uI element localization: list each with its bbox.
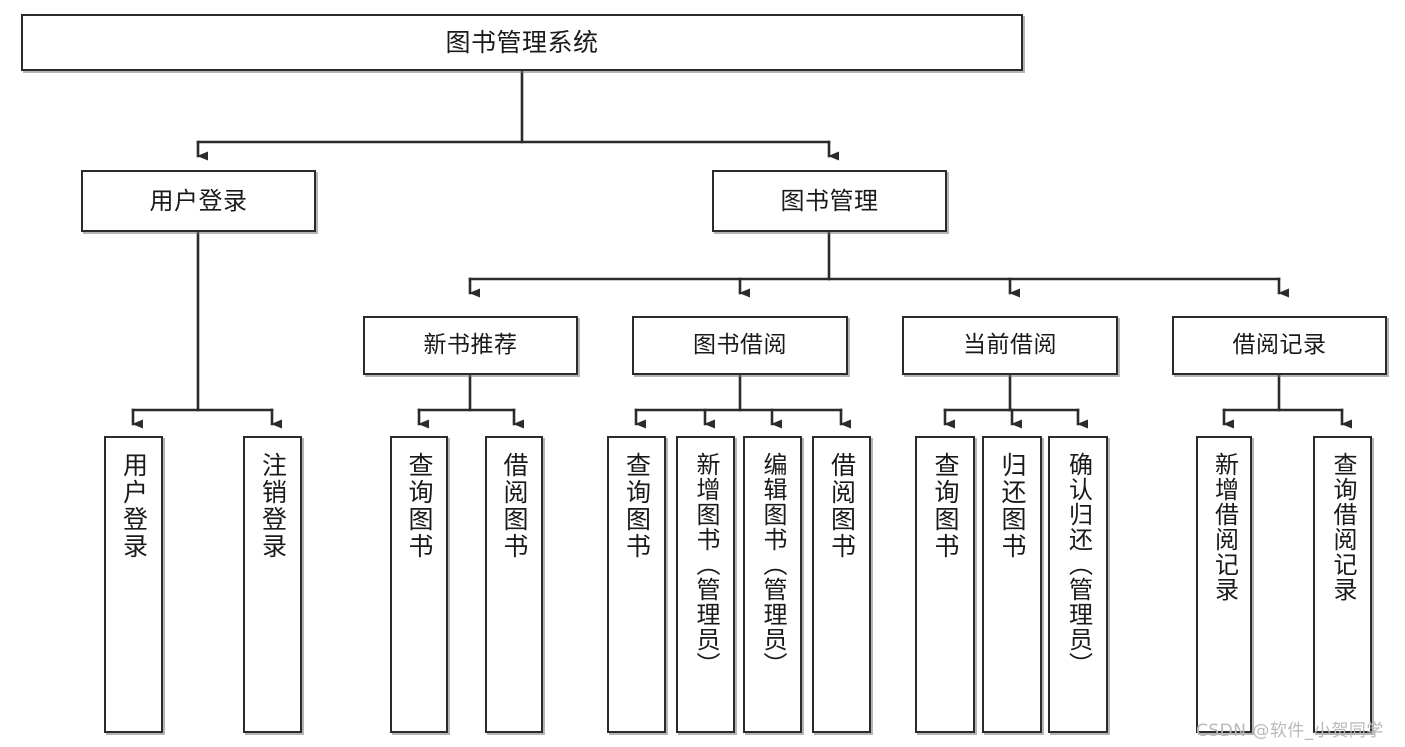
node-level2-1[interactable]: 新书推荐 xyxy=(363,316,578,375)
node-leaf-8[interactable]: 借阅图书 xyxy=(812,436,871,733)
node-leaf-9[interactable]: 查询图书 xyxy=(915,436,975,733)
node-label: 借阅记录 xyxy=(1232,331,1327,358)
node-leaf-13[interactable]: 查询借阅记录 xyxy=(1313,436,1372,733)
node-label: 查询借阅记录 xyxy=(1328,452,1357,602)
node-leaf-3[interactable]: 查询图书 xyxy=(390,436,448,733)
node-label: 图书借阅 xyxy=(693,331,787,358)
node-leaf-10[interactable]: 归还图书 xyxy=(982,436,1042,733)
node-level2-4[interactable]: 借阅记录 xyxy=(1172,316,1387,375)
node-label: 新增图书（管理员） xyxy=(691,452,720,677)
node-root[interactable]: 图书管理系统 xyxy=(21,14,1023,71)
node-label: 查询图书 xyxy=(931,452,960,560)
node-level1-1[interactable]: 用户登录 xyxy=(81,170,316,232)
node-leaf-2[interactable]: 注销登录 xyxy=(243,436,302,733)
node-label: 注销登录 xyxy=(258,452,288,560)
node-level2-3[interactable]: 当前借阅 xyxy=(902,316,1118,375)
node-label: 当前借阅 xyxy=(963,331,1057,358)
csdn-watermark: CSDN @软件_小贺同学 xyxy=(1196,721,1384,741)
node-label: 查询图书 xyxy=(405,452,434,560)
node-label: 借阅图书 xyxy=(500,452,529,560)
node-leaf-6[interactable]: 新增图书（管理员） xyxy=(676,436,735,733)
node-level1-2[interactable]: 图书管理 xyxy=(712,170,947,232)
node-label: 借阅图书 xyxy=(827,452,857,560)
node-leaf-7[interactable]: 编辑图书（管理员） xyxy=(743,436,802,733)
node-label: 用户登录 xyxy=(149,186,248,215)
node-leaf-12[interactable]: 新增借阅记录 xyxy=(1196,436,1252,733)
node-label: 图书管理 xyxy=(780,186,879,215)
node-label: 用户登录 xyxy=(119,452,149,560)
node-label: 新增借阅记录 xyxy=(1210,452,1239,602)
node-leaf-1[interactable]: 用户登录 xyxy=(104,436,163,733)
node-leaf-11[interactable]: 确认归还（管理员） xyxy=(1048,436,1108,733)
node-label: 确认归还（管理员） xyxy=(1064,452,1093,677)
node-label: 归还图书 xyxy=(998,452,1027,560)
node-label: 新书推荐 xyxy=(423,331,518,358)
tree-edges xyxy=(131,69,1352,429)
node-label: 编辑图书（管理员） xyxy=(758,452,787,677)
node-label: 查询图书 xyxy=(622,452,652,560)
node-level2-2[interactable]: 图书借阅 xyxy=(632,316,848,375)
node-label: 图书管理系统 xyxy=(445,27,599,57)
node-leaf-4[interactable]: 借阅图书 xyxy=(485,436,543,733)
node-leaf-5[interactable]: 查询图书 xyxy=(607,436,666,733)
